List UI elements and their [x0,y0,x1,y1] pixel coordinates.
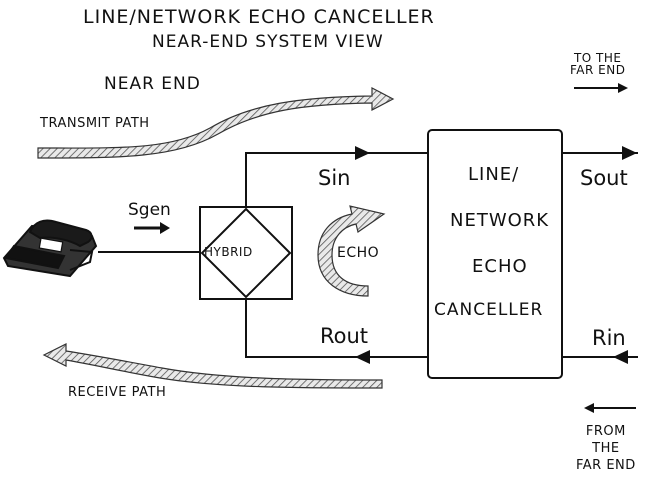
receive-out-line [245,299,428,364]
from-far-end-line3: FAR END [576,457,636,473]
to-far-end-arrow [574,83,628,93]
sgen-arrow [134,222,170,234]
receive-path-arrow [42,343,383,389]
from-far-end-arrow [584,403,636,413]
sout-label: Sout [580,166,628,190]
send-in-line [245,146,428,207]
near-end-label: NEAR END [104,74,201,94]
hybrid-label: HYBRID [204,245,253,259]
to-far-end-line2: FAR END [570,63,626,77]
sgen-label: Sgen [128,200,171,220]
canceller-text-line4: CANCELLER [434,300,544,320]
canceller-text-line2: NETWORK [450,210,550,231]
diagram-subtitle: NEAR-END SYSTEM VIEW [152,32,384,52]
diagram-title: LINE/NETWORK ECHO CANCELLER [83,6,435,28]
from-far-end-label: FROM THE FAR END [576,424,636,475]
sin-label: Sin [318,166,351,190]
rin-label: Rin [592,326,626,350]
send-out-line [562,146,638,160]
to-far-end-label: TO THE FAR END [570,52,625,76]
to-far-end-line1: TO THE [573,51,622,65]
echo-arrow [317,205,386,297]
from-far-end-line2: THE [592,440,620,456]
transmit-path-label: TRANSMIT PATH [40,116,150,131]
transmit-path-arrow [37,87,395,159]
canceller-text-line1: LINE/ [468,164,520,185]
receive-path-label: RECEIVE PATH [68,385,167,400]
receive-in-line [562,350,638,364]
canceller-text-line3: ECHO [472,256,528,277]
echo-label: ECHO [337,245,380,261]
rout-label: Rout [320,324,369,348]
telephone-icon [2,219,98,278]
echo-canceller-box [427,129,563,379]
from-far-end-line1: FROM [585,424,626,439]
